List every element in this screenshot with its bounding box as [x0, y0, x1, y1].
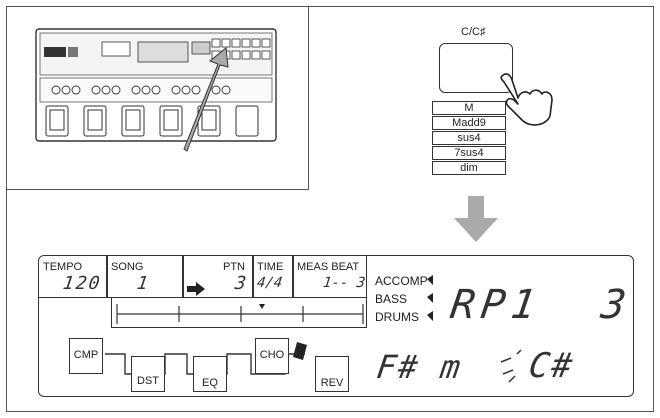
tempo-label: TEMPO — [43, 261, 83, 273]
bass-label: BASS — [375, 292, 408, 306]
chord-type-item: sus4 — [432, 131, 506, 145]
select-marker-icon — [293, 342, 307, 360]
meas-beat-cell — [293, 256, 367, 298]
drums-label: DRUMS — [375, 310, 419, 324]
time-label: TIME — [257, 261, 284, 273]
chord-display: F# m — [374, 348, 465, 386]
tempo-cell — [39, 256, 107, 298]
song-label: SONG — [111, 261, 144, 273]
effect-eq: EQ — [193, 356, 227, 392]
diagram-frame — [6, 6, 654, 412]
chord-button-label: C/C♯ — [461, 26, 486, 38]
measure-ruler — [116, 304, 364, 324]
song-cell — [107, 256, 183, 298]
effect-rev: REV — [315, 356, 349, 392]
down-arrow-icon — [454, 196, 498, 242]
pressing-hand-icon — [500, 73, 553, 126]
chord-type-list: M Madd9 sus4 7sus4 dim — [432, 101, 506, 176]
device-overview-panel — [6, 6, 309, 190]
time-value: 4/4 — [255, 275, 284, 291]
arrow-right-icon — [187, 282, 205, 296]
chord-type-item: dim — [432, 161, 506, 175]
device-illustration — [35, 28, 277, 152]
chord-type-item: 7sus4 — [432, 146, 506, 160]
effect-dst: DST — [131, 356, 165, 392]
main-display: RP1 3 — [447, 282, 635, 328]
ptn-value: 3 — [233, 273, 250, 294]
ptn-label: PTN — [223, 261, 245, 273]
meas-beat-label: MEAS BEAT — [297, 261, 360, 273]
ptn-cell — [183, 256, 253, 298]
effect-cho: CHO — [255, 338, 289, 374]
ruler-frame — [111, 298, 367, 328]
effect-cmp: CMP — [69, 338, 103, 374]
blink-marks — [500, 349, 522, 383]
meas-beat-value: 1-- 3 — [321, 275, 367, 291]
chord-type-item: Madd9 — [432, 116, 506, 130]
aux-display: C# — [526, 346, 577, 386]
lcd-display: TEMPO 120 SONG 1 PTN 3 TIME 4/4 MEAS BEA… — [38, 255, 635, 397]
chord-type-item: M — [432, 101, 506, 115]
accomp-label: ACCOMP — [375, 274, 428, 288]
time-cell — [253, 256, 293, 298]
tempo-value: 120 — [61, 273, 103, 294]
part-indicators — [427, 275, 433, 321]
chord-root-button[interactable] — [439, 43, 513, 93]
